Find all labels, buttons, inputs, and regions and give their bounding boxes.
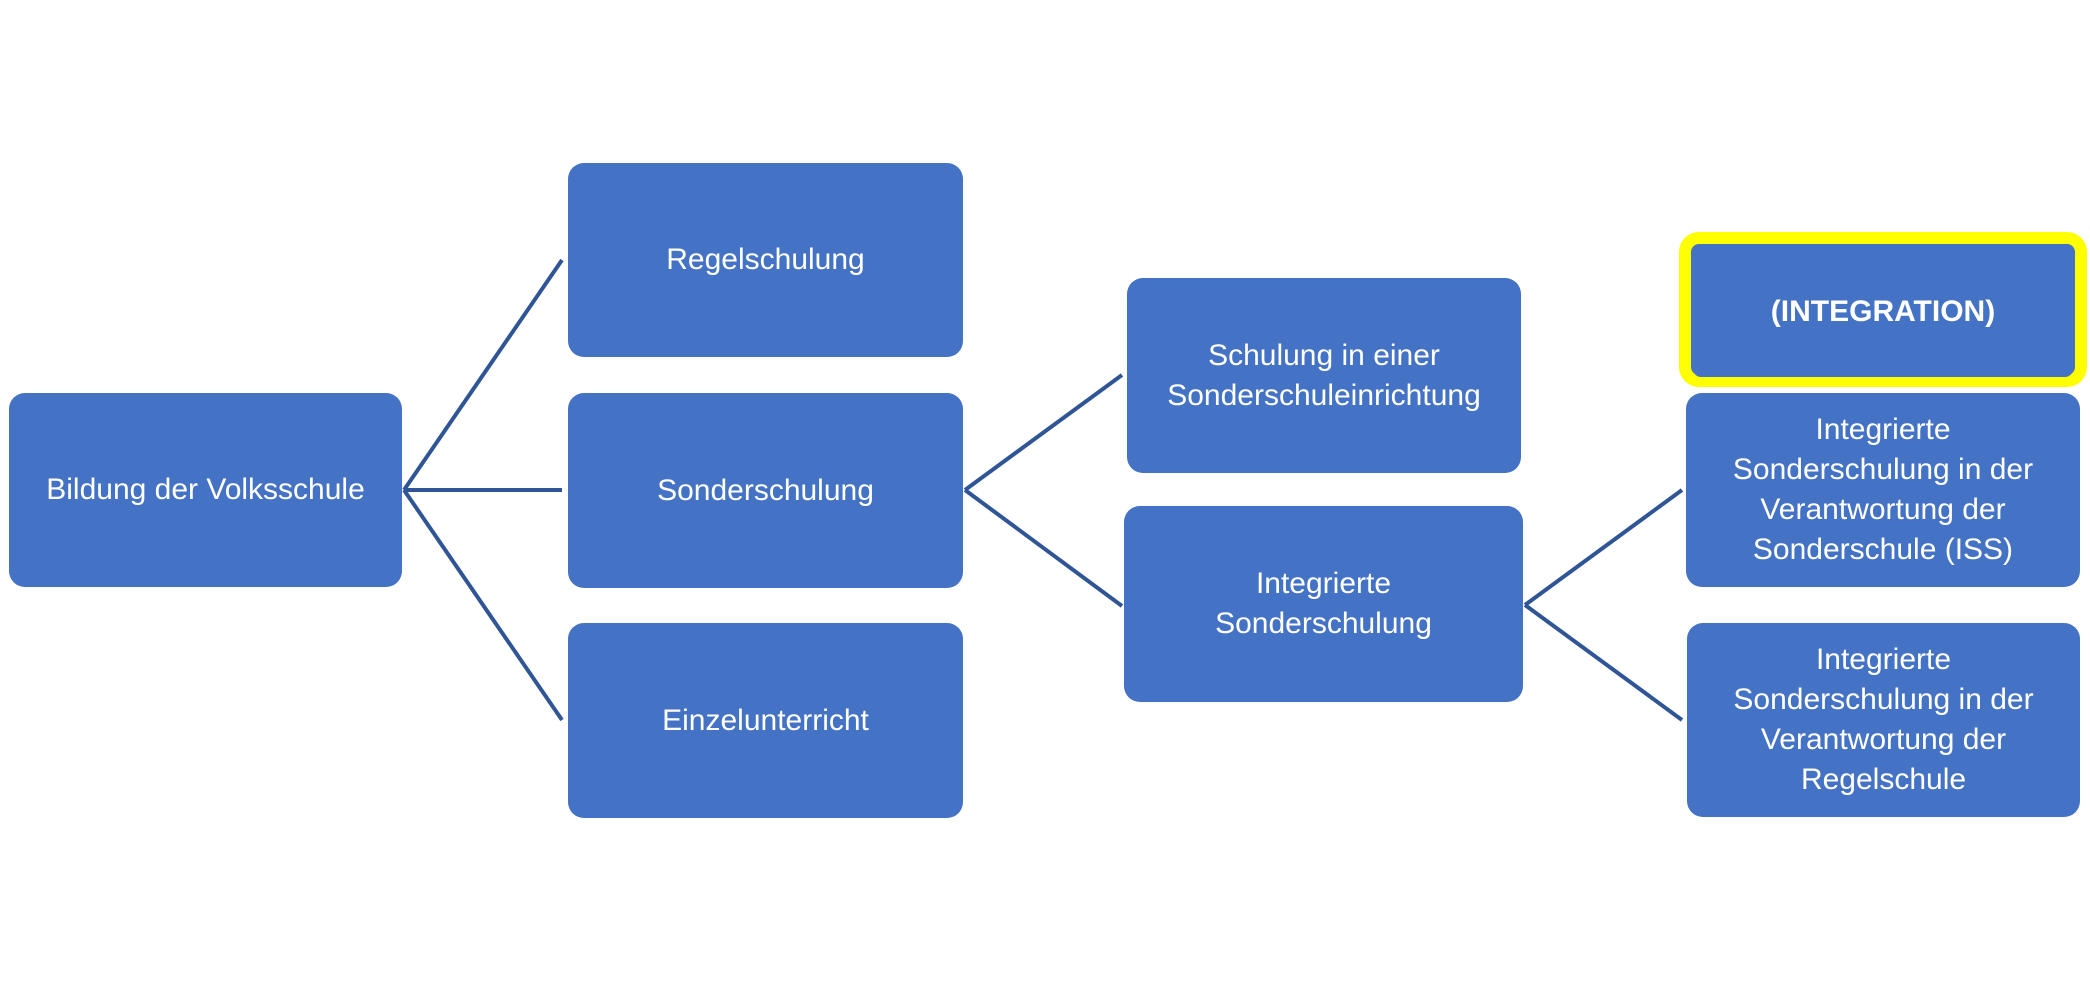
edge-integrierte-isr — [1523, 603, 1684, 722]
node-label: Integrierte Sonderschulung in der Verant… — [1732, 413, 2034, 566]
node-label: Einzelunterricht — [662, 703, 869, 737]
node-label: Sonderschulung — [657, 473, 874, 507]
node-regelschulung: Regelschulung — [568, 163, 963, 357]
node-iss: Integrierte Sonderschulung in der Verant… — [1686, 393, 2080, 587]
node-sonderschulung: Sonderschulung — [568, 393, 963, 588]
edge-sonderschulung-integrierte — [963, 488, 1124, 608]
node-isr: Integrierte Sonderschulung in der Verant… — [1687, 623, 2080, 817]
edge-root-regelschulung — [402, 258, 564, 492]
node-label: Regelschulung — [666, 243, 865, 276]
node-integrierte-sonderschulung: Integrierte Sonderschulung — [1124, 506, 1523, 702]
node-label: Schulung in einer Sonderschuleinrichtung — [1167, 338, 1481, 412]
node-einzelunterricht: Einzelunterricht — [568, 623, 963, 818]
node-label: Integrierte Sonderschulung in der Verant… — [1733, 643, 2034, 796]
node-integration: (INTEGRATION) — [1693, 246, 2073, 377]
node-label: Integrierte Sonderschulung — [1215, 567, 1432, 640]
node-bildung-der-volksschule: Bildung der Volksschule — [9, 393, 402, 587]
edge-root-einzelunterricht — [402, 488, 564, 722]
edge-integrierte-iss — [1523, 488, 1684, 607]
node-schulung-sonderschuleinrichtung: Schulung in einer Sonderschuleinrichtung — [1127, 278, 1521, 473]
node-label: (INTEGRATION) — [1770, 294, 1996, 328]
edge-sonderschulung-schulung — [963, 373, 1124, 492]
node-label: Bildung der Volksschule — [46, 473, 365, 506]
